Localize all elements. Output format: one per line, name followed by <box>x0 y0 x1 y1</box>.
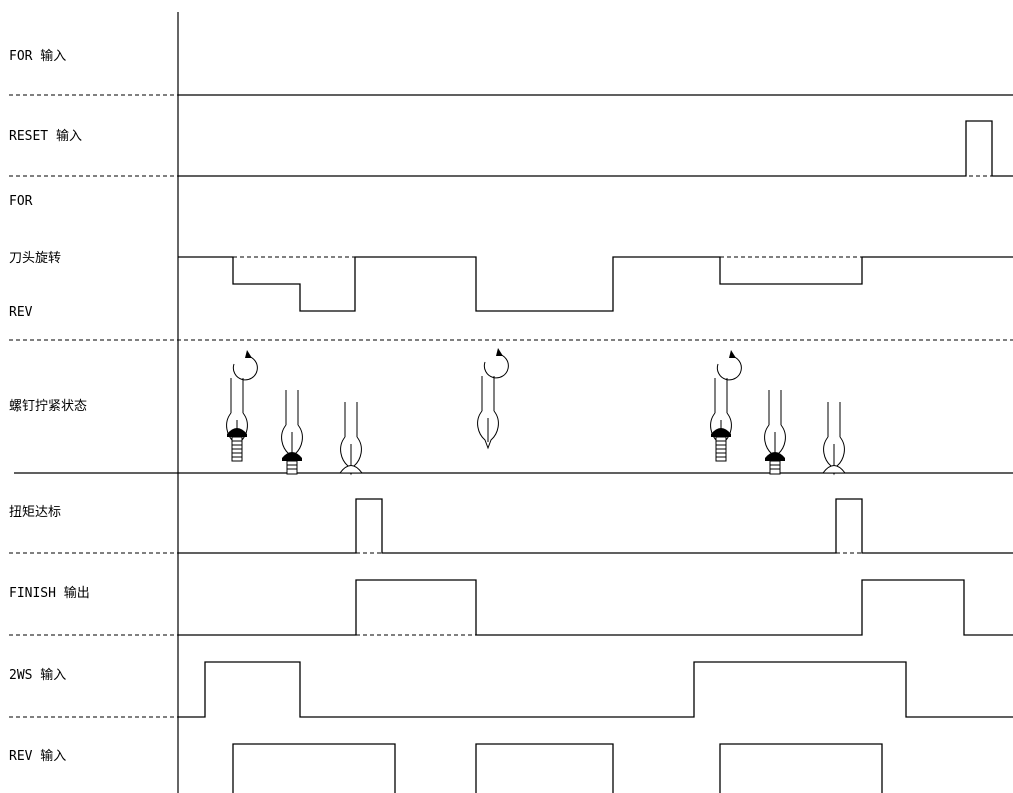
screw-icon-rotating-bit <box>478 348 509 448</box>
label-reset-input: RESET 输入 <box>9 128 82 144</box>
label-for-input: FOR 输入 <box>9 48 66 64</box>
signal-rev-input-pulse-1 <box>233 744 395 793</box>
screw-icon-seated-2 <box>823 402 845 474</box>
signal-reset-input <box>178 121 1013 176</box>
label-2ws-input: 2WS 输入 <box>9 667 66 683</box>
label-finish-output: FINISH 输出 <box>9 585 90 601</box>
screw-icon-seated-1 <box>340 402 362 474</box>
label-rev-input: REV 输入 <box>9 748 66 764</box>
signal-bit-rotation <box>178 257 1013 311</box>
label-rev: REV <box>9 305 33 320</box>
signal-2ws-input <box>178 662 1013 717</box>
label-bit-rotation: 刀头旋转 <box>9 251 61 266</box>
label-screw-state: 螺钉拧紧状态 <box>9 399 87 414</box>
label-torque-reached: 扭矩达标 <box>9 505 61 520</box>
signal-torque-reached <box>178 499 1013 553</box>
label-for: FOR <box>9 194 33 209</box>
signal-rev-input-pulse-3 <box>720 744 882 793</box>
screw-icon-rotating-long-2 <box>711 350 742 461</box>
signal-rev-input-pulse-2 <box>476 744 613 793</box>
signal-finish-output <box>178 580 1013 635</box>
screw-icon-medium-1 <box>282 390 303 474</box>
screw-icon-medium-2 <box>765 390 786 474</box>
screw-icon-rotating-long-1 <box>227 350 258 461</box>
